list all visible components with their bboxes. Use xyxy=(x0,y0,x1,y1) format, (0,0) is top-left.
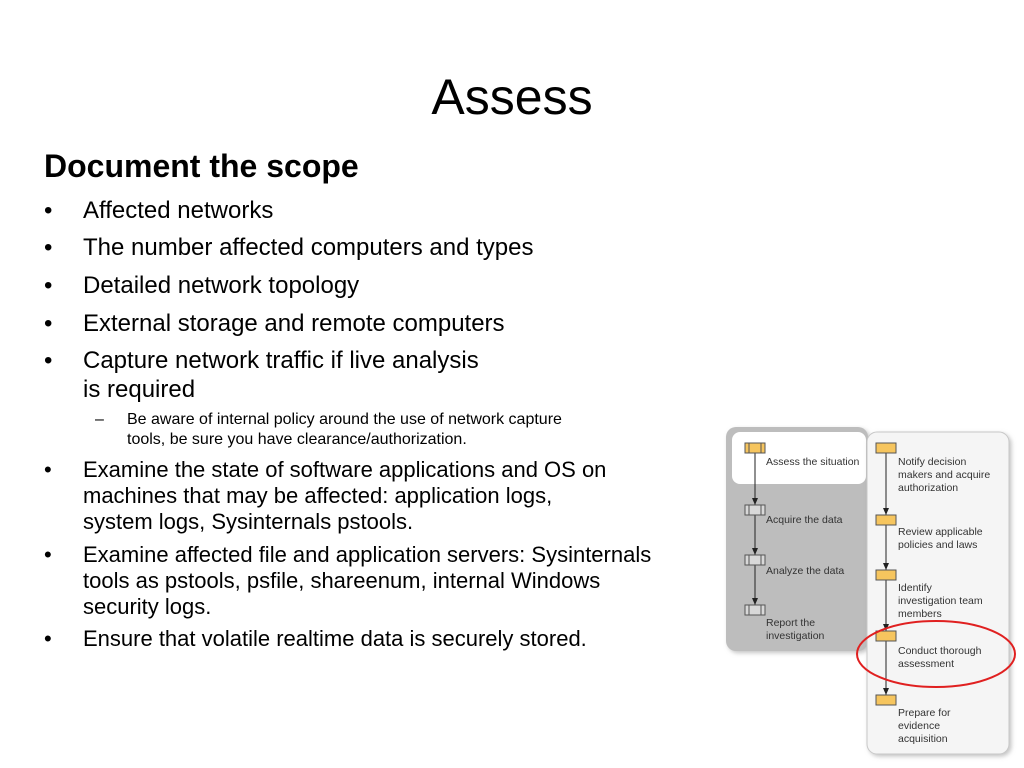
bullet-symbol: • xyxy=(44,457,52,482)
bullet-text: tools as pstools, psfile, shareenum, int… xyxy=(83,568,601,593)
sub-bullet-symbol: – xyxy=(95,411,104,428)
step-box-icon xyxy=(744,604,766,616)
bullet-symbol: • xyxy=(44,347,53,374)
step-label: Identify investigation team members xyxy=(898,582,986,620)
arrow-icon xyxy=(752,598,758,605)
process-flow-diagram: Assess the situation Acquire the data An… xyxy=(726,427,1016,755)
step-box-icon xyxy=(875,442,897,454)
bullet-text: Examine the state of software applicatio… xyxy=(83,457,607,482)
step-box-icon xyxy=(744,504,766,516)
bullet-text: is required xyxy=(83,376,196,403)
right-panel xyxy=(866,431,1010,755)
arrow-icon xyxy=(883,563,889,570)
bullet-text: Capture network traffic if live analysis xyxy=(83,347,479,374)
step-label: Acquire the data xyxy=(766,514,843,526)
bullet-symbol: • xyxy=(44,197,53,224)
bullet-symbol: • xyxy=(44,234,53,261)
step-label: Assess the situation xyxy=(766,456,860,468)
step-box-icon xyxy=(875,630,897,642)
arrow-icon xyxy=(752,548,758,555)
step-label: Analyze the data xyxy=(766,565,844,577)
sub-bullet-text: tools, be sure you have clearance/author… xyxy=(127,431,467,448)
arrow-icon xyxy=(883,688,889,695)
step-label: Review applicable policies and laws xyxy=(898,526,986,551)
bullet-symbol: • xyxy=(44,310,53,337)
step-label: Notify decision makers and acquire autho… xyxy=(898,456,993,494)
bullet-text: Affected networks xyxy=(83,197,274,224)
sub-bullet-text: Be aware of internal policy around the u… xyxy=(127,411,562,428)
step-box-icon xyxy=(744,442,766,454)
step-label: Report the investigation xyxy=(766,617,825,642)
bullet-text: The number affected computers and types xyxy=(83,234,534,261)
bullet-text: Examine affected file and application se… xyxy=(83,542,652,567)
section-heading: Document the scope xyxy=(44,148,359,184)
slide-title: Assess xyxy=(431,69,593,125)
bullet-symbol: • xyxy=(44,542,52,567)
arrow-icon xyxy=(752,498,758,505)
step-box-icon xyxy=(744,554,766,566)
bullet-text: External storage and remote computers xyxy=(83,310,505,337)
step-label: Prepare for evidence acquisition xyxy=(898,707,953,745)
step-box-icon xyxy=(875,569,897,581)
bullet-symbol: • xyxy=(44,272,53,299)
step-box-icon xyxy=(875,694,897,706)
highlight-ellipse xyxy=(856,620,1016,688)
bullet-text: machines that may be affected: applicati… xyxy=(83,483,553,508)
step-box-icon xyxy=(875,514,897,526)
bullet-text: system logs, Sysinternals pstools. xyxy=(83,509,414,534)
arrow-icon xyxy=(883,508,889,515)
bullet-symbol: • xyxy=(44,626,52,651)
bullet-text: Detailed network topology xyxy=(83,272,360,299)
bullet-text: security logs. xyxy=(83,594,212,619)
step-label: Conduct thorough assessment xyxy=(898,645,984,670)
bullet-text: Ensure that volatile realtime data is se… xyxy=(83,626,587,651)
